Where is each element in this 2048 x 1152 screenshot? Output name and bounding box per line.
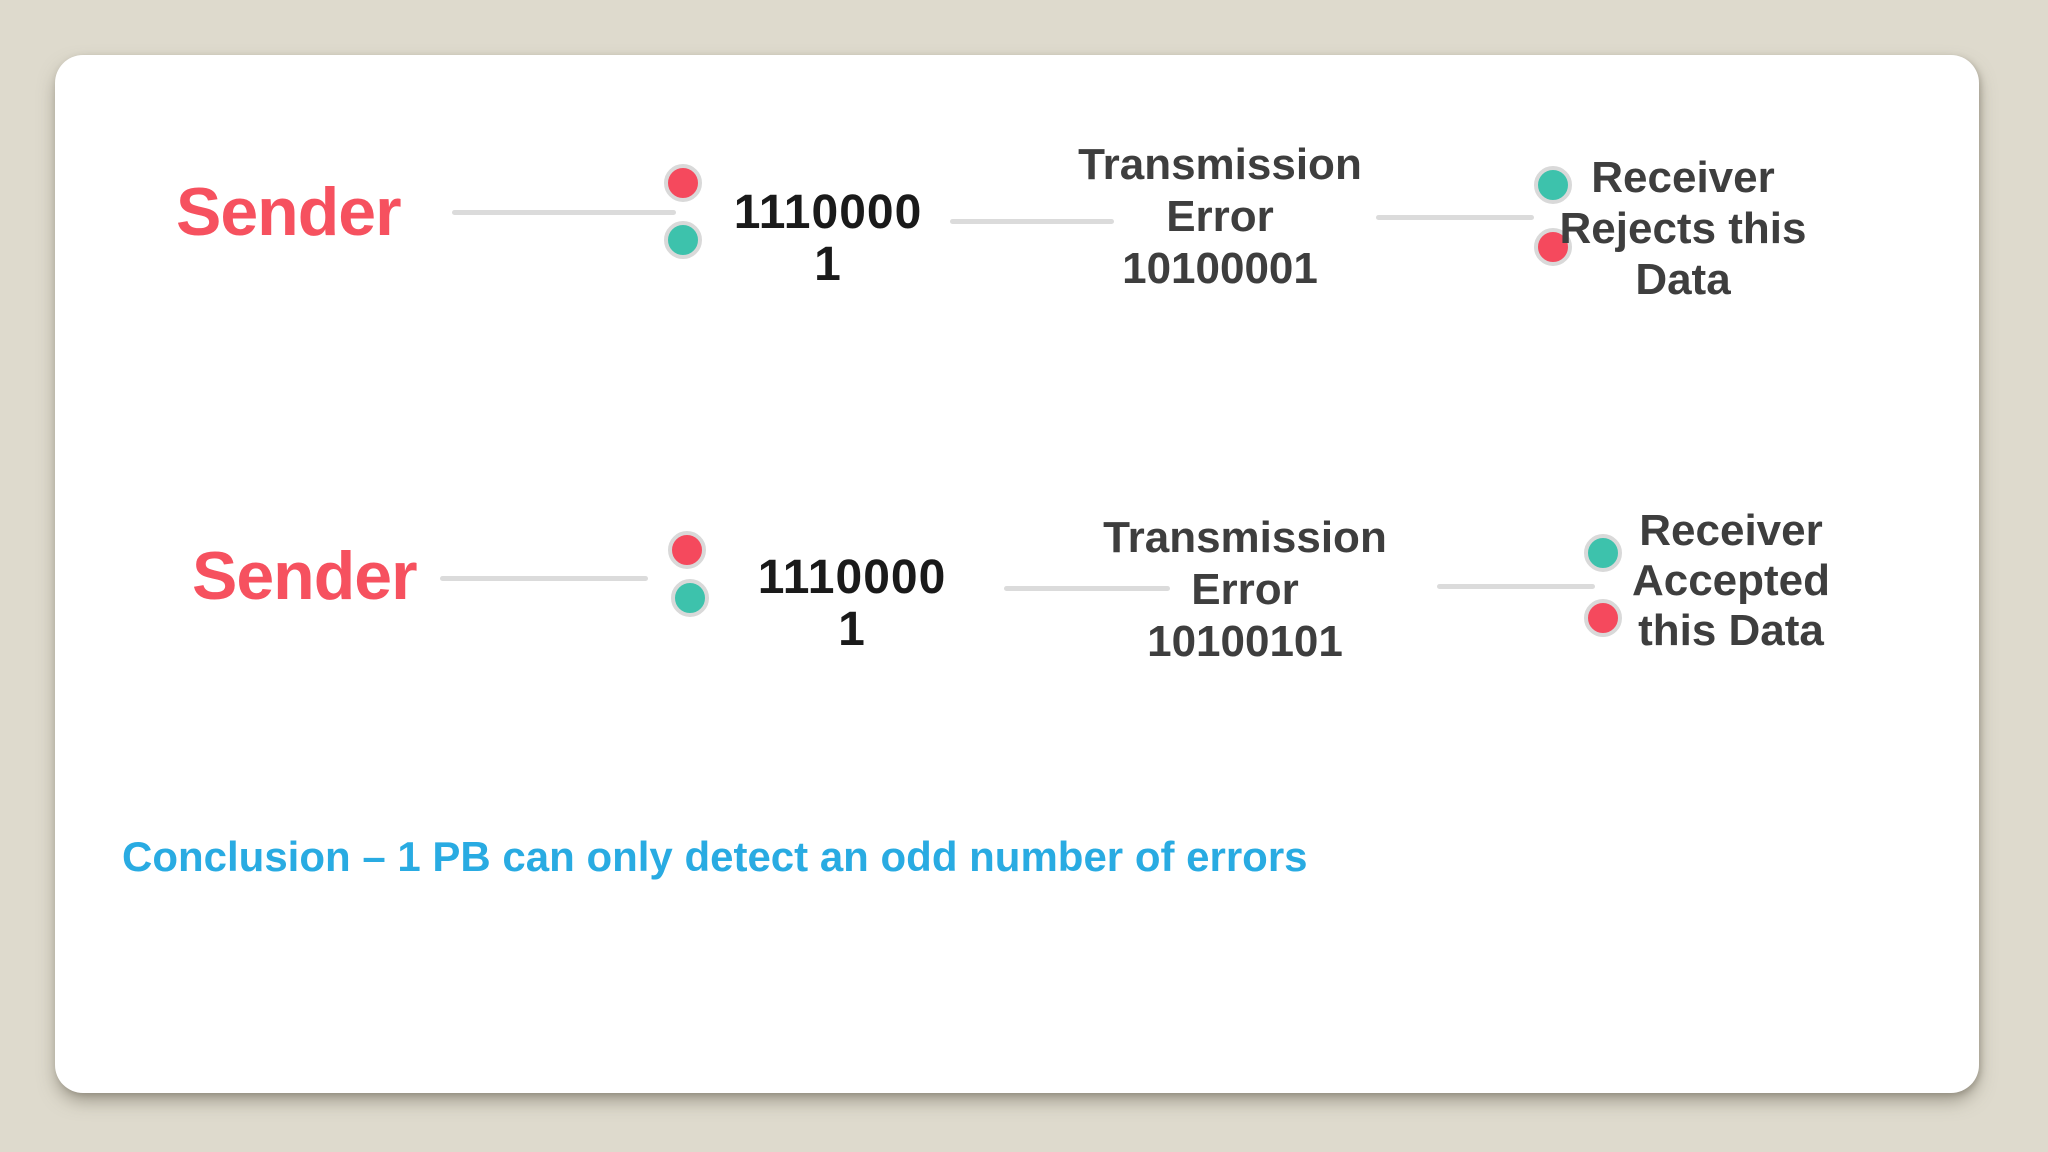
receiver-result-block: Receiver Rejects this Data	[1528, 152, 1838, 305]
parity-bit: 1	[838, 603, 866, 656]
conclusion-text: Conclusion – 1 PB can only detect an odd…	[122, 833, 1308, 880]
connector-line	[950, 219, 1114, 224]
transmission-error-title: Error	[1191, 565, 1299, 614]
connector-line	[1004, 586, 1170, 591]
data-bits: 1110000	[733, 186, 923, 239]
received-bits: 10100001	[1122, 244, 1318, 293]
connector-line	[440, 576, 648, 581]
transmission-error-title: Error	[1166, 192, 1274, 241]
transmission-error-title: Transmission	[1103, 513, 1387, 562]
sender-label: Sender	[192, 538, 418, 614]
teal-dot-icon	[664, 221, 702, 259]
red-dot-icon	[1584, 599, 1622, 637]
parity-bit: 1	[814, 238, 842, 291]
transmission-error-title: Transmission	[1078, 140, 1362, 189]
red-dot-icon	[664, 164, 702, 202]
receiver-result-line: Data	[1635, 255, 1731, 304]
receiver-result-block: Receiver Accepted this Data	[1578, 506, 1884, 656]
receiver-result-line: Accepted	[1631, 556, 1831, 605]
receiver-result-line: this Data	[1638, 606, 1824, 655]
receiver-result-line: Receiver	[1639, 506, 1823, 555]
received-bits: 10100101	[1147, 617, 1343, 666]
connector-line	[1376, 215, 1534, 220]
sender-codeword: 1110000 1	[722, 552, 982, 656]
connector-line	[452, 210, 676, 215]
transmission-error-block: Transmission Error 10100001	[1048, 139, 1392, 295]
connector-line	[1437, 584, 1595, 589]
transmission-error-block: Transmission Error 10100101	[1073, 512, 1417, 668]
teal-dot-icon	[1534, 166, 1572, 204]
slide-card	[55, 55, 1979, 1093]
teal-dot-icon	[671, 579, 709, 617]
data-bits: 1110000	[757, 551, 947, 604]
red-dot-icon	[668, 531, 706, 569]
sender-label: Sender	[176, 174, 402, 250]
red-dot-icon	[1534, 228, 1572, 266]
receiver-result-line: Receiver	[1591, 153, 1775, 202]
receiver-result-line: Rejects this	[1559, 204, 1807, 253]
sender-codeword: 1110000 1	[698, 187, 958, 291]
teal-dot-icon	[1584, 534, 1622, 572]
